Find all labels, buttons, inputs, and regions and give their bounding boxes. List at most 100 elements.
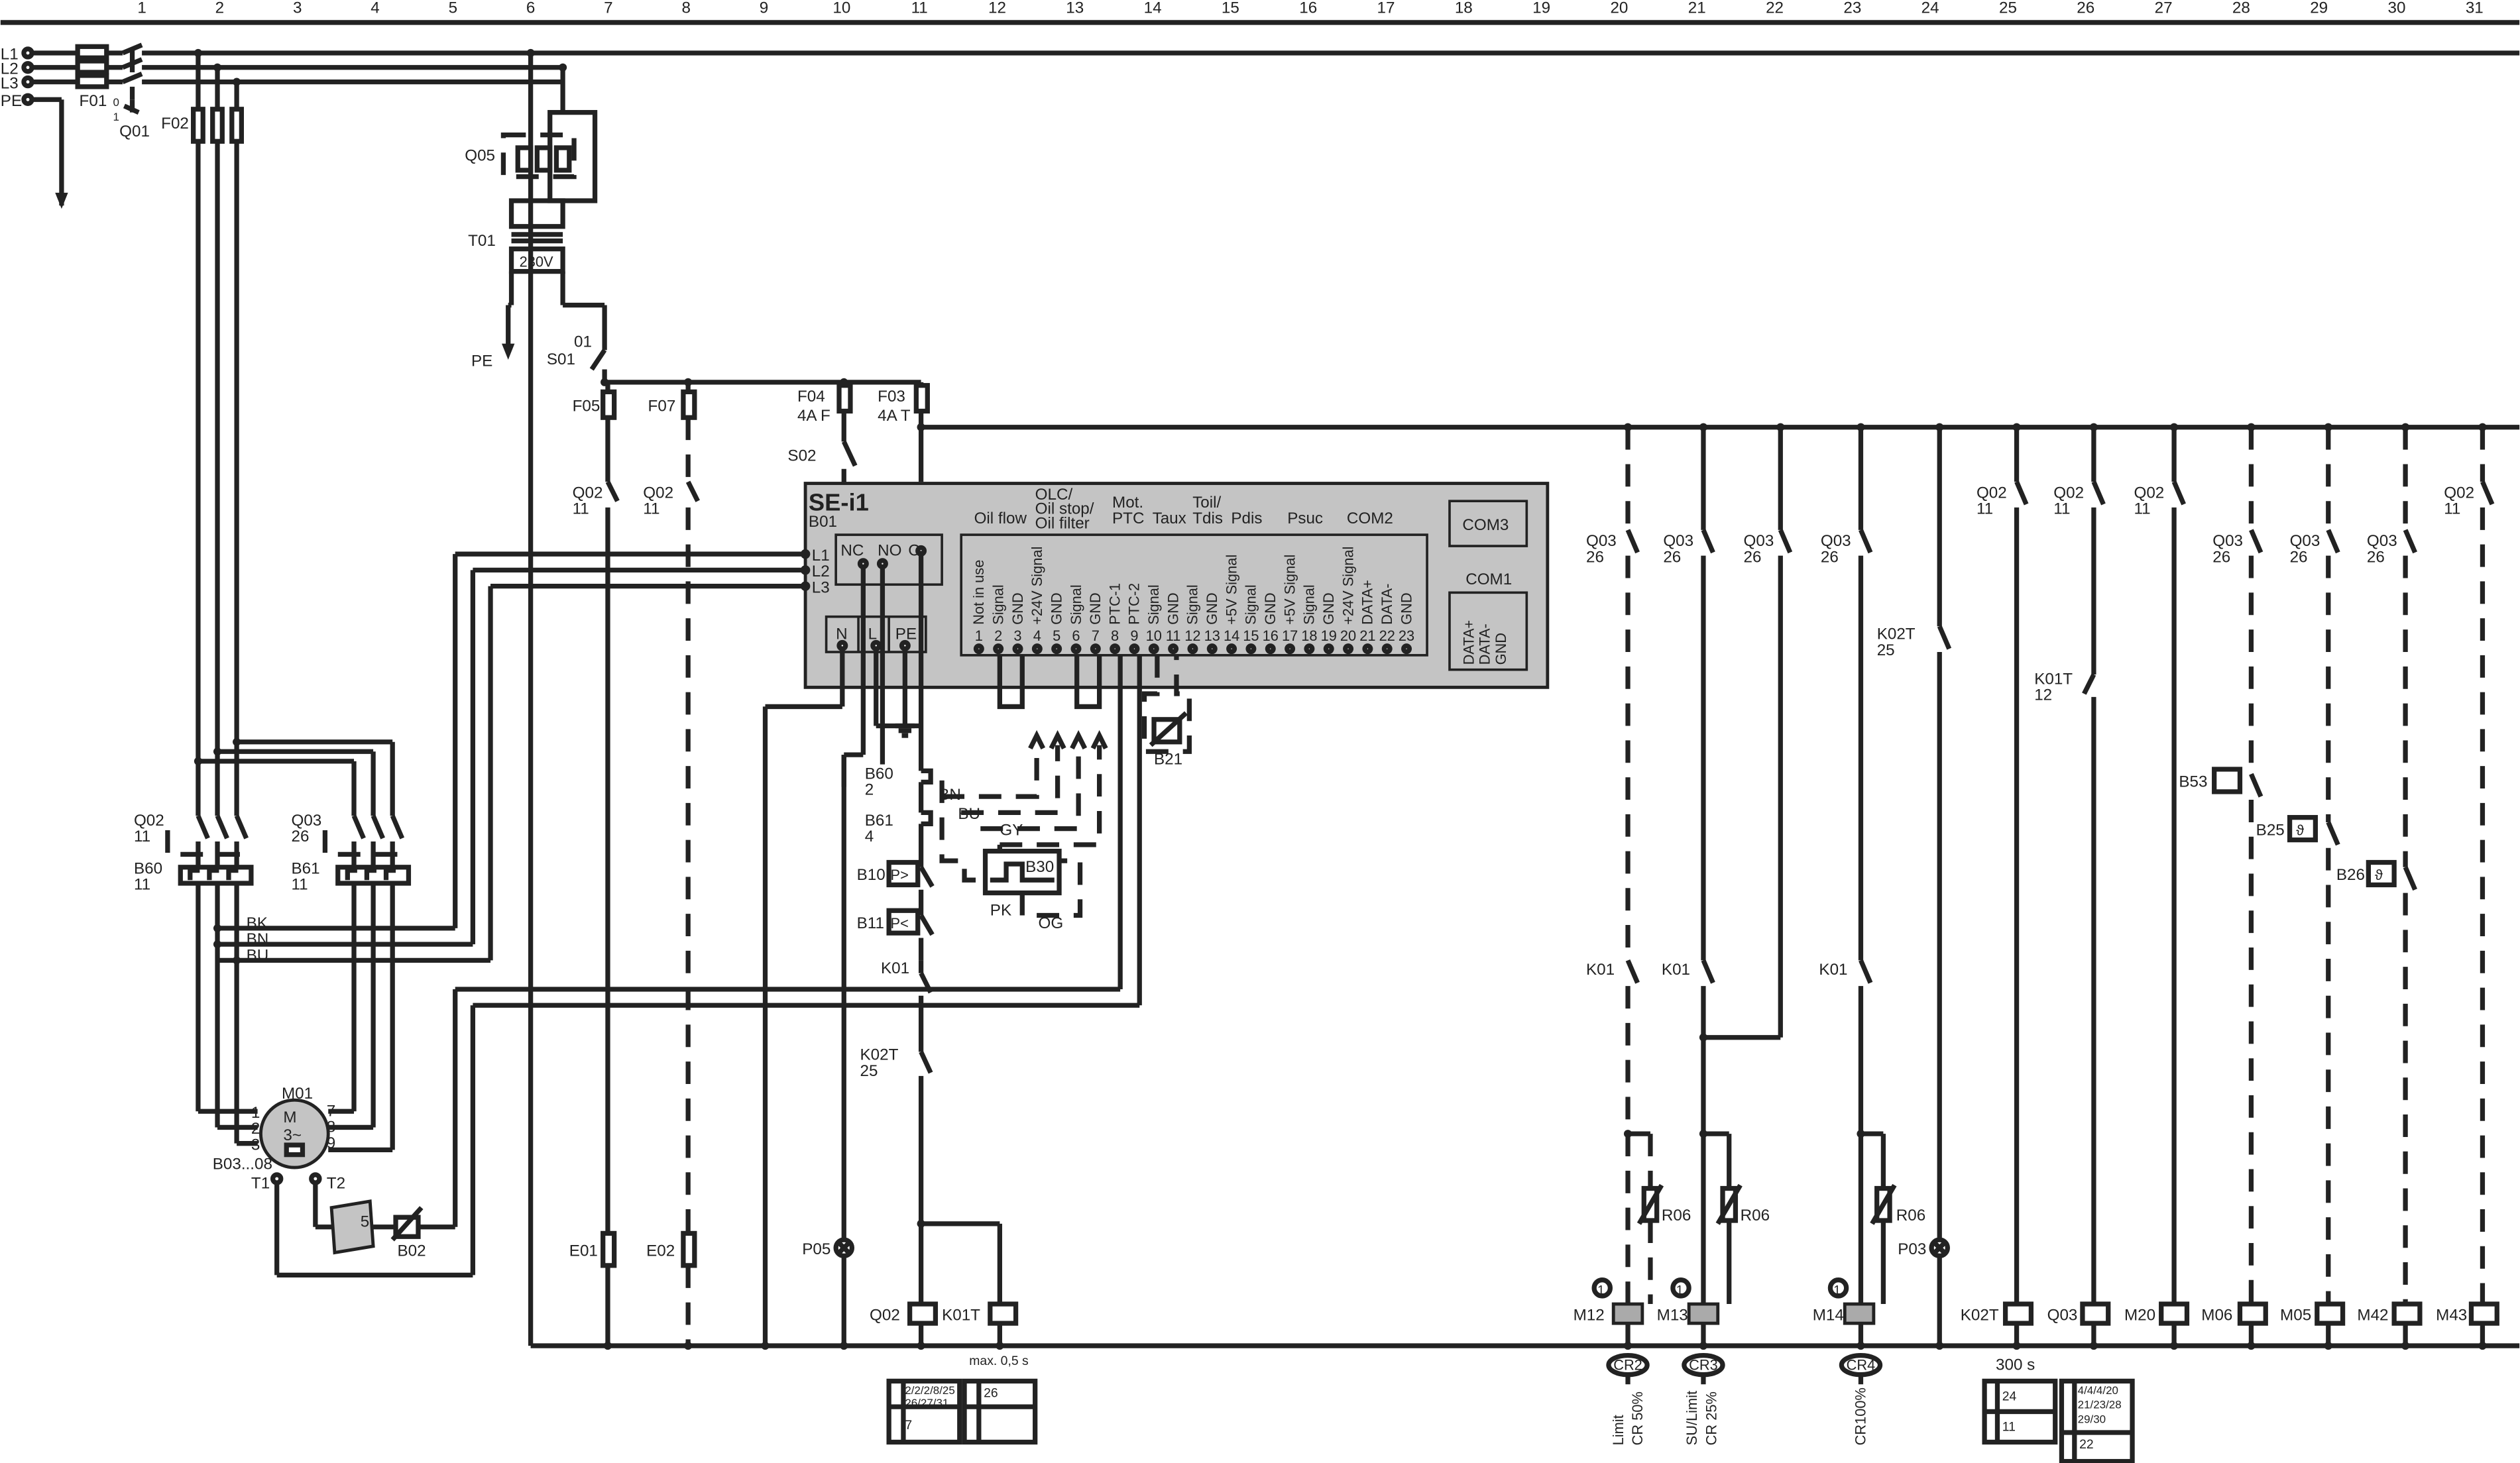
- label-k01: K01: [881, 959, 909, 977]
- terminal-label: Signal: [1243, 584, 1259, 625]
- terminal-label: GND: [1398, 592, 1414, 624]
- label-cr4: CR4: [1847, 1356, 1876, 1373]
- terminal-screw: [1226, 643, 1237, 655]
- label-motor-bn: BN: [247, 930, 269, 948]
- label-q03-col29-ref: 26: [2290, 548, 2308, 566]
- label-b60: B60: [865, 765, 893, 783]
- label-q03-col30: Q03: [2367, 532, 2397, 550]
- terminal-screw: [1323, 643, 1334, 655]
- label-t8: 8: [327, 1118, 335, 1136]
- label-f03-rating: 4A T: [878, 407, 911, 425]
- label-q02-col27-ref: 11: [2134, 500, 2150, 518]
- label-th2: T2: [327, 1175, 345, 1193]
- ref-d-top-2: 21/23/28: [2078, 1399, 2122, 1411]
- label-l3: L3: [1, 74, 19, 92]
- label-q02-col25-ref: 11: [1976, 500, 1993, 518]
- ref-a-bot: 7: [905, 1418, 912, 1433]
- label-q01-pos0: 0: [113, 96, 119, 109]
- label-m42: M42: [2357, 1306, 2388, 1324]
- ref-d-bot: 22: [2079, 1437, 2094, 1452]
- label-f04: F04: [797, 388, 825, 406]
- terminal-screw: [1206, 643, 1218, 655]
- label-r06-a: R06: [1662, 1207, 1691, 1224]
- label-k02t-r: K02T: [1877, 625, 1916, 643]
- column-number: 10: [832, 0, 850, 17]
- terminal-screw: [1187, 643, 1198, 655]
- ref-b-top: 26: [984, 1386, 998, 1401]
- label-t3: 3: [251, 1136, 260, 1154]
- terminal-label: DATA-: [1379, 584, 1395, 625]
- column-number: 16: [1299, 0, 1317, 17]
- capacity-control: Q03 26 K01 R06 Q03 26 K01 R06 Q03 26 Q03…: [1574, 427, 1925, 1445]
- rail-junction: [761, 1342, 770, 1350]
- label-b25: B25: [2256, 821, 2285, 839]
- terminal-label: +24V Signal: [1029, 547, 1045, 625]
- column-number: 18: [1455, 0, 1473, 17]
- terminal-number: 12: [1184, 627, 1200, 644]
- label-b11-sym: P<: [891, 915, 909, 932]
- label-f03: F03: [878, 388, 905, 406]
- terminal-screw: [1168, 643, 1179, 655]
- label-pe: PE: [1, 92, 22, 110]
- terminal-label: Signal: [990, 584, 1006, 625]
- terminal-screw: [993, 643, 1004, 655]
- label-k02t: K02T: [860, 1046, 898, 1064]
- rail-junction: [840, 1342, 848, 1350]
- label-s01: S01: [547, 351, 575, 368]
- label-b30: B30: [1025, 858, 1054, 876]
- terminal-number: 3: [1013, 627, 1021, 644]
- label-com1: COM1: [1465, 570, 1512, 588]
- label-q02-col31: Q02: [2444, 484, 2474, 502]
- label-sulimit-2: CR 25%: [1703, 1391, 1719, 1445]
- label-t9: 9: [327, 1134, 335, 1152]
- column-number: 24: [1921, 0, 1939, 17]
- terminal-screw: [1285, 643, 1296, 655]
- terminal-screw: [1343, 643, 1354, 655]
- control-rail-junctions: [1623, 423, 2487, 1138]
- circle-one-a: 1: [1597, 1283, 1605, 1298]
- label-b11: B11: [857, 914, 884, 932]
- column-number: 19: [1532, 0, 1550, 17]
- label-t1: 1: [251, 1104, 260, 1122]
- label-k01t-r-ref: 12: [2034, 686, 2052, 704]
- column-number: 2: [215, 0, 224, 17]
- label-motor-b60: B60: [134, 859, 162, 877]
- terminal-number: 5: [1053, 627, 1060, 644]
- label-n: N: [836, 625, 848, 643]
- label-q02-col31-ref: 11: [2444, 500, 2460, 518]
- label-b10-sym: P>: [891, 867, 909, 883]
- terminal-screw: [1304, 643, 1315, 655]
- label-p03: P03: [1898, 1240, 1926, 1258]
- terminal-screw: [1012, 643, 1023, 655]
- label-bu: BU: [958, 805, 980, 823]
- label-l2: L2: [1, 60, 19, 78]
- terminal-number: 7: [1092, 627, 1100, 644]
- column-number: 8: [682, 0, 691, 17]
- label-max-time: max. 0,5 s: [969, 1354, 1028, 1368]
- column-number: 15: [1222, 0, 1239, 17]
- terminal-label: GND: [1204, 592, 1220, 624]
- terminal-label: Signal: [1184, 584, 1201, 625]
- label-b10: B10: [857, 866, 886, 884]
- group-mot-2: PTC: [1112, 510, 1144, 527]
- label-m13: M13: [1657, 1306, 1688, 1324]
- label-ctrl-l3: L3: [812, 578, 830, 596]
- label-m43: M43: [2436, 1306, 2467, 1324]
- column-number: 23: [1843, 0, 1861, 17]
- controller-output-wiring: P05: [762, 482, 924, 1346]
- terminal-number: 18: [1301, 627, 1317, 644]
- terminal-label: GND: [1262, 592, 1279, 624]
- label-m12: M12: [1574, 1306, 1605, 1324]
- label-b21: B21: [1154, 751, 1182, 769]
- terminal-number: 13: [1204, 627, 1220, 644]
- label-th1: T1: [251, 1175, 270, 1193]
- terminal-screw: [1401, 643, 1412, 655]
- label-com1-gnd: GND: [1493, 633, 1509, 665]
- label-f05: F05: [573, 397, 601, 415]
- terminal-label: +5V Signal: [1223, 555, 1239, 625]
- label-c: C: [908, 542, 920, 560]
- terminal-label: +5V Signal: [1281, 555, 1298, 625]
- label-ctrl-l1: L1: [812, 547, 830, 565]
- label-com1-data-minus: DATA-: [1477, 623, 1493, 665]
- label-motor-q03-ref: 26: [292, 828, 310, 845]
